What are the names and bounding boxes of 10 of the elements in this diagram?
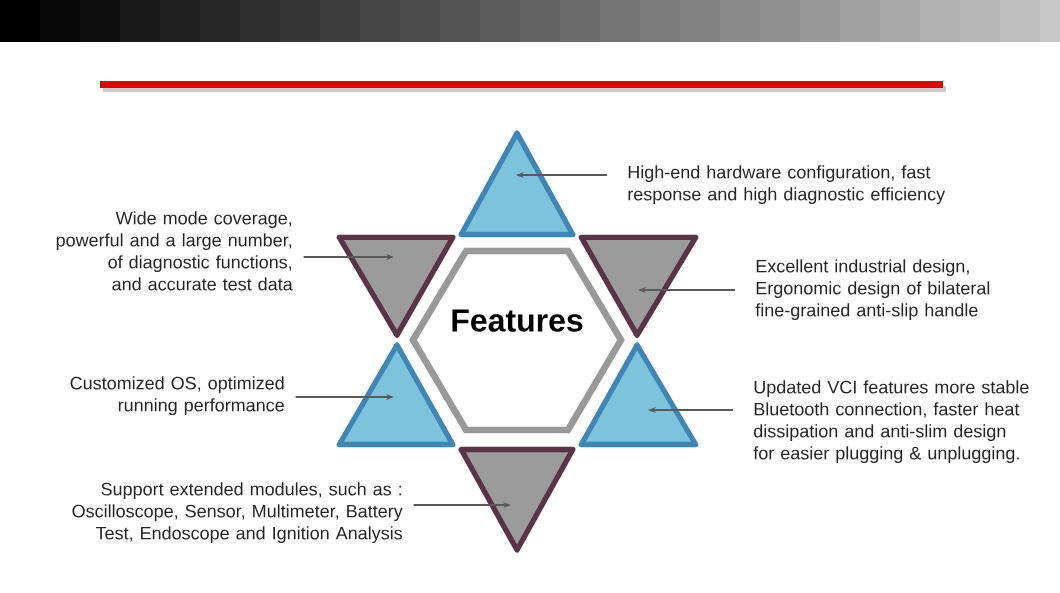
feature-text: Support extended modules, such as : Oscilloscope, Sensor, Multimeter, Battery Test, Endoscope and Ignition Analysis <box>72 482 403 544</box>
feature-text: Customized OS, optimized running performance <box>70 376 284 416</box>
triangle <box>458 446 576 553</box>
feature-text: Excellent industrial design, Ergonomic design of bilateral fine-grained anti-slip handle <box>755 259 990 321</box>
feature-text: Updated VCI features more stable Bluetooth connection, faster heat dissipation and anti-slim design for easier plugging & unplugging. <box>753 380 1029 464</box>
triangle <box>578 342 699 448</box>
triangle <box>336 342 456 448</box>
triangle <box>458 130 576 238</box>
feature-text: Wide mode coverage, powerful and a large number, of diagnostic functions, and accurate test data <box>56 211 293 291</box>
feature-text: High-end hardware configuration, fast response and high diagnostic efficiency <box>628 165 946 205</box>
